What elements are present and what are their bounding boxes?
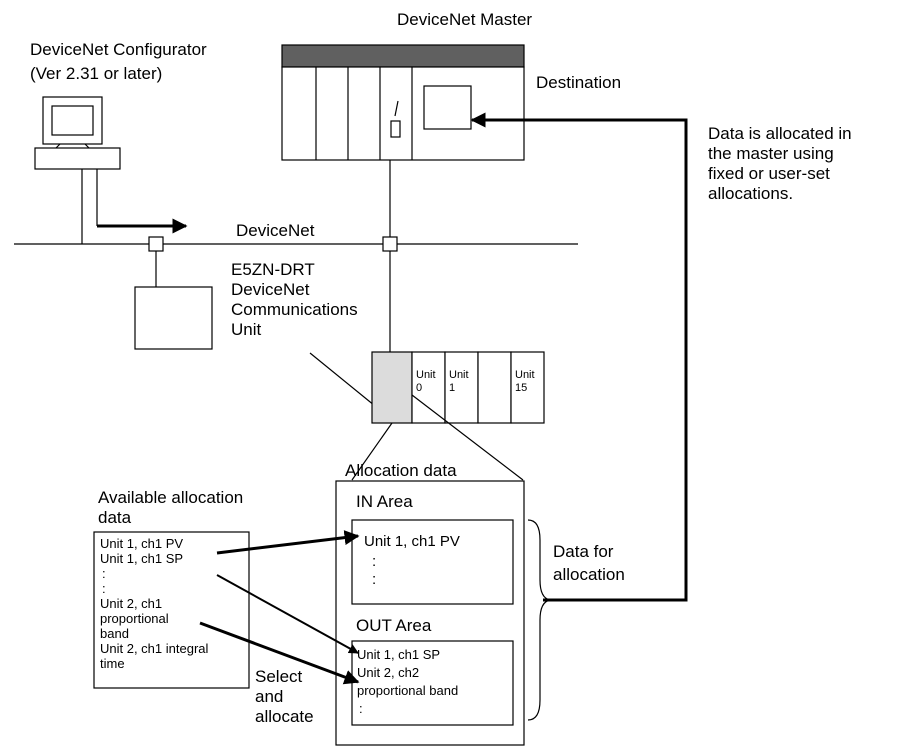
network-label: DeviceNet <box>236 221 315 240</box>
select-label-3: allocate <box>255 707 314 726</box>
tap-connector-left <box>148 236 164 252</box>
temp-unit-blank <box>477 351 512 424</box>
available-allocation-data: Available allocation data Unit 1, ch1 PV… <box>93 488 250 689</box>
available-item-7: Unit 2, ch1 integral <box>100 641 209 656</box>
configurator-pc: DeviceNet Configurator (Ver 2.31 or late… <box>30 40 207 244</box>
temp-unit-1 <box>444 351 479 424</box>
select-allocate-label: Select and allocate <box>255 667 314 726</box>
data-for-label-1: Data for <box>553 542 614 561</box>
comm-unit-label-1: E5ZN-DRT <box>231 260 315 279</box>
tap-connector-right <box>382 236 398 252</box>
configurator-label-2: (Ver 2.31 or later) <box>30 64 162 83</box>
available-list-box <box>93 531 250 689</box>
arrow-band-to-out <box>199 621 360 685</box>
unit-0-text-2: 0 <box>416 382 422 394</box>
configurator-label-1: DeviceNet Configurator <box>30 40 207 59</box>
in-item-0: Unit 1, ch1 PV <box>364 533 460 550</box>
unit-0-text-1: Unit <box>416 369 436 381</box>
temp-unit-15 <box>510 351 545 424</box>
in-item-2: : <box>372 571 376 588</box>
comm-unit-label-3: Communications <box>231 300 358 319</box>
select-label-2: and <box>255 687 283 706</box>
allocation-data-box: Allocation data IN Area Unit 1, ch1 PV :… <box>335 461 525 746</box>
out-item-0: Unit 1, ch1 SP <box>357 647 440 662</box>
pc-base <box>34 147 121 170</box>
note-line-3: fixed or user-set <box>708 164 830 183</box>
available-item-2: : <box>102 566 106 581</box>
out-area-box <box>351 640 514 726</box>
master-label: DeviceNet Master <box>397 10 532 29</box>
devicenet-network: DeviceNet <box>14 160 578 352</box>
available-item-4: Unit 2, ch1 <box>100 596 162 611</box>
slave-device <box>134 286 213 350</box>
data-for-label-2: allocation <box>553 565 625 584</box>
note-line-2: the master using <box>708 144 834 163</box>
available-item-8: time <box>100 656 125 671</box>
comm-unit-label-4: Unit <box>231 320 262 339</box>
in-area-box <box>351 519 514 605</box>
allocation-return-arrow: Data is allocated in the master using fi… <box>470 112 852 602</box>
available-item-1: Unit 1, ch1 SP <box>100 551 183 566</box>
available-label-1: Available allocation <box>98 488 243 507</box>
available-item-3: : <box>102 581 106 596</box>
master-indicator <box>390 120 401 138</box>
select-label-1: Select <box>255 667 303 686</box>
out-item-1: Unit 2, ch2 <box>357 665 419 680</box>
destination-label: Destination <box>536 73 621 92</box>
comm-unit-label-2: DeviceNet <box>231 280 310 299</box>
note-line-1: Data is allocated in <box>708 124 852 143</box>
unit-1-text-2: 1 <box>449 382 455 394</box>
available-label-2: data <box>98 508 132 527</box>
available-item-5: proportional <box>100 611 169 626</box>
arrow-pv-to-in <box>216 530 360 555</box>
out-area-label: OUT Area <box>356 616 432 635</box>
allocation-data-label: Allocation data <box>345 461 457 480</box>
devicenet-master-plc: DeviceNet Master Destination <box>281 10 621 161</box>
in-item-1: : <box>372 553 376 570</box>
unit-15-text-1: Unit <box>515 369 535 381</box>
in-area-label: IN Area <box>356 492 413 511</box>
e5zn-communications-unit: E5ZN-DRT DeviceNet Communications Unit U… <box>231 260 545 481</box>
available-item-6: band <box>100 626 129 641</box>
comm-unit-block <box>371 351 413 424</box>
unit-1-text-1: Unit <box>449 369 469 381</box>
temp-unit-0 <box>411 351 446 424</box>
unit-15-text-2: 15 <box>515 382 527 394</box>
out-item-3: : <box>359 701 363 716</box>
out-item-2: proportional band <box>357 683 458 698</box>
note-line-4: allocations. <box>708 184 793 203</box>
arrow-sp-to-out <box>216 574 359 654</box>
master-unit-screen <box>423 85 472 130</box>
data-for-allocation: Data for allocation <box>527 519 625 721</box>
allocation-arrows <box>199 530 360 685</box>
available-item-0: Unit 1, ch1 PV <box>100 536 183 551</box>
